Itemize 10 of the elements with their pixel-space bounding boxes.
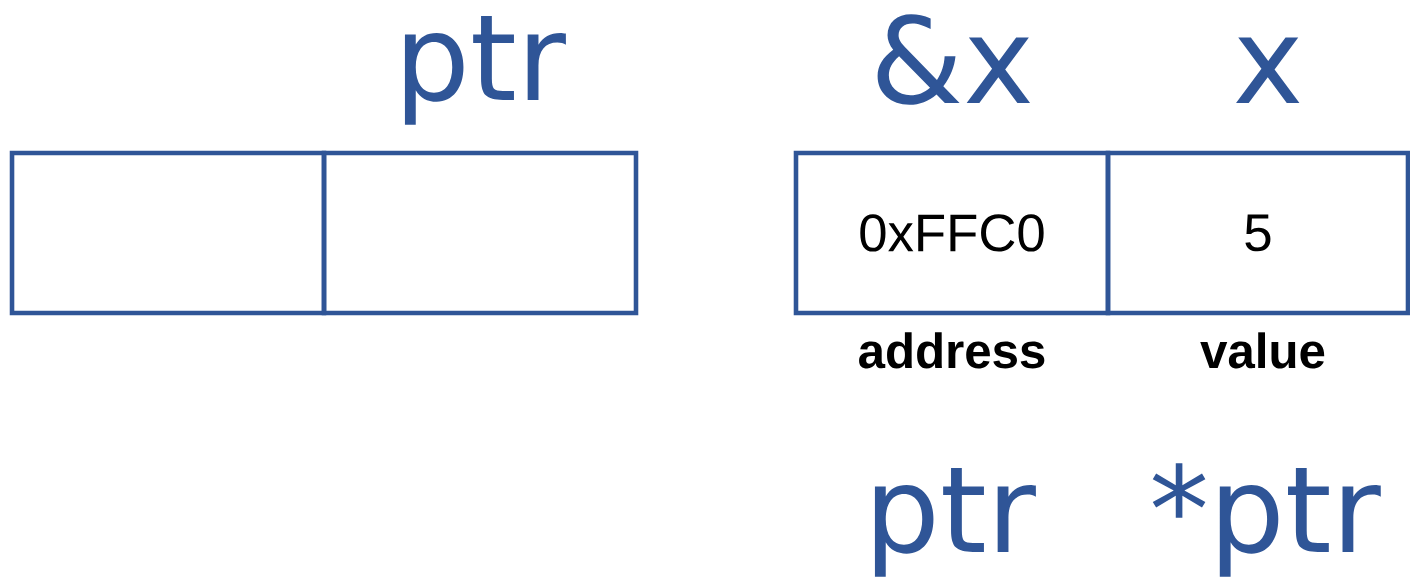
variable-label: x: [1236, 37, 1300, 103]
memory-cell: 5: [1105, 150, 1410, 316]
variable-label: &x: [877, 14, 1031, 105]
variable-label: *ptr: [1152, 463, 1381, 577]
variable-label: ptr: [404, 16, 566, 125]
caption-label: address: [859, 332, 1045, 369]
caption-label: value: [1200, 332, 1325, 369]
variable-label: ptr: [874, 468, 1036, 577]
memory-cell: 0xFFC0: [793, 150, 1111, 316]
memory-cell: [321, 150, 639, 316]
